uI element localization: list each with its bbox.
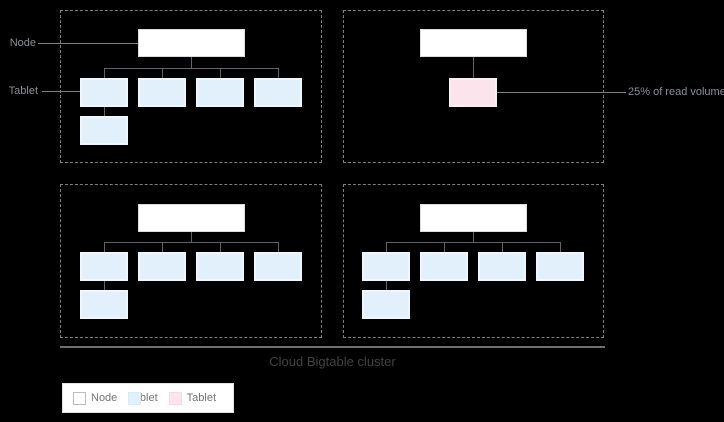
- cluster-line: [60, 346, 605, 348]
- read-volume-label: 25% of read volume: [628, 86, 724, 98]
- node-box: [138, 29, 245, 57]
- legend-item-tablet: Tablet: [128, 391, 158, 405]
- connector-line: [502, 242, 503, 252]
- tablet-box: [420, 252, 468, 281]
- node-zone-1: [60, 10, 322, 163]
- connector-line: [386, 242, 387, 252]
- connector-line: [386, 281, 387, 290]
- node-box: [420, 204, 527, 232]
- connector-line: [560, 242, 561, 252]
- tablet-box: [254, 252, 302, 281]
- tablet-swatch: [128, 391, 142, 405]
- read-volume-leader-line: [497, 92, 626, 93]
- connector-line: [104, 281, 105, 290]
- connector-line: [104, 107, 105, 116]
- tablet-box: [196, 78, 244, 107]
- node-zone-3: [60, 184, 322, 338]
- cluster-label: Cloud Bigtable cluster: [269, 354, 396, 369]
- hot-tablet-box: [449, 78, 497, 107]
- tablet-box: [80, 290, 128, 319]
- tablet-box: [196, 252, 244, 281]
- tablet-box: [362, 290, 410, 319]
- connector-line: [162, 242, 163, 252]
- legend-label: Node: [91, 391, 118, 404]
- node-swatch: [73, 391, 86, 405]
- node-zone-4: [343, 184, 604, 338]
- node-label: Node: [9, 37, 36, 49]
- legend-label: Tablet: [186, 391, 217, 404]
- connector-line: [162, 68, 163, 78]
- tablet-box: [138, 252, 186, 281]
- legend: Node Tablet Tablet: [62, 383, 234, 413]
- connector-line: [104, 68, 279, 69]
- tablet-box: [80, 116, 128, 145]
- connector-line: [104, 68, 105, 78]
- legend-item-hot-tablet: Tablet: [168, 391, 217, 405]
- tablet-box: [536, 252, 584, 281]
- legend-item-node: Node: [73, 391, 118, 405]
- connector-line: [278, 242, 279, 252]
- connector-line: [104, 242, 105, 252]
- connector-line: [191, 232, 192, 242]
- connector-line: [473, 232, 474, 242]
- connector-line: [191, 57, 192, 68]
- tablet-box: [362, 252, 410, 281]
- hot-tablet-swatch: [168, 391, 182, 405]
- connector-line: [220, 68, 221, 78]
- tablet-label: Tablet: [8, 85, 38, 97]
- node-box: [138, 204, 245, 232]
- tablet-box: [80, 78, 128, 107]
- connector-line: [386, 242, 561, 243]
- connector-line: [444, 242, 445, 252]
- connector-line: [104, 242, 279, 243]
- connector-line: [220, 242, 221, 252]
- tablet-box: [478, 252, 526, 281]
- tablet-box: [80, 252, 128, 281]
- node-zone-2: [343, 10, 604, 163]
- tablet-leader-line: [42, 91, 80, 92]
- connector-line: [278, 68, 279, 78]
- node-leader-line: [38, 43, 138, 44]
- connector-line: [473, 57, 474, 78]
- node-box: [420, 29, 527, 57]
- tablet-box: [138, 78, 186, 107]
- tablet-box: [254, 78, 302, 107]
